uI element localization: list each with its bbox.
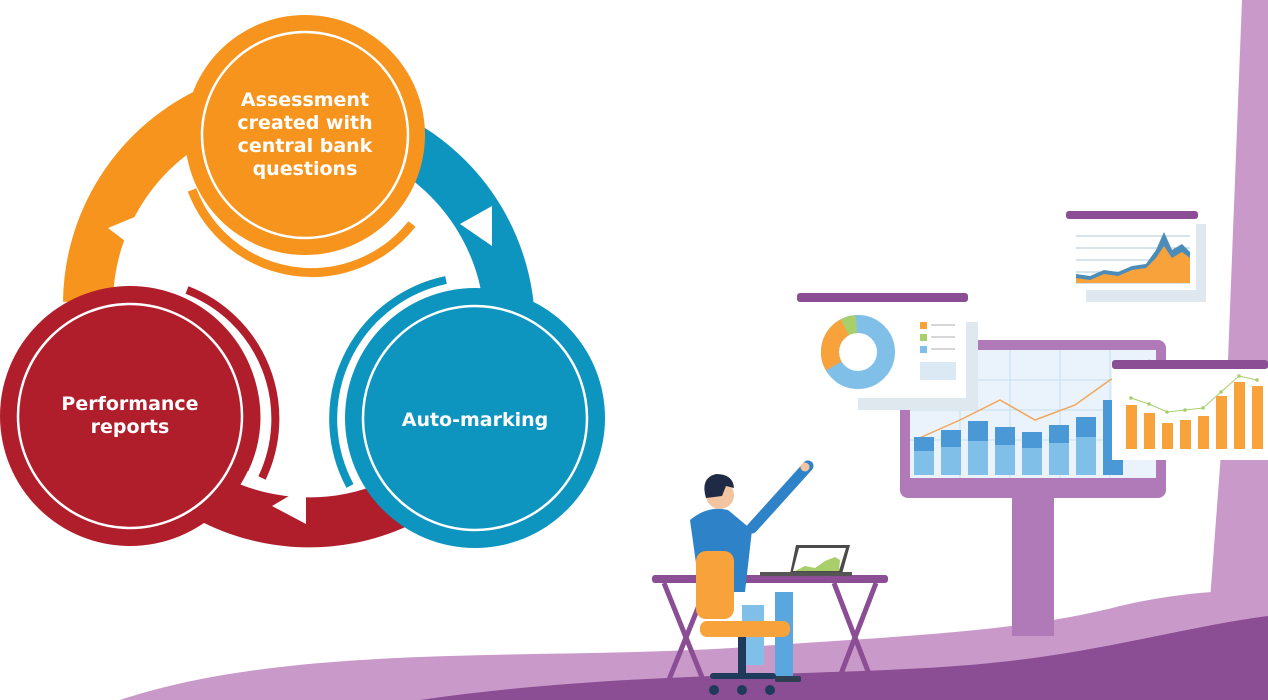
chair-back [696, 551, 734, 619]
office-chair [696, 551, 790, 695]
purple-pillar [1200, 0, 1268, 700]
orange-node-outer-arc [187, 188, 416, 277]
red-node-ring [16, 302, 244, 530]
donut-chart-green [821, 314, 895, 389]
bar-card-header [1112, 360, 1268, 369]
node-label-performance-reports: Performance reports [61, 393, 199, 438]
cycle-diagram [0, 15, 605, 548]
area-card-header [1066, 211, 1198, 219]
red-arrowhead [272, 486, 306, 524]
orange-arrowhead [108, 214, 142, 254]
blue-node-outer-arc-1 [329, 276, 447, 488]
bar-card-bars [1126, 382, 1263, 449]
desk-top [652, 575, 888, 583]
node-label-assessment: Assessment created with central bank que… [237, 89, 373, 180]
red-node-circle [0, 286, 260, 546]
donut-chart-orange [820, 315, 895, 389]
donut-card-header [797, 293, 968, 302]
purple-wave-dark [420, 616, 1268, 700]
monitor-stand [1012, 496, 1054, 636]
orange-node-ring [200, 30, 410, 240]
dashboard-illustration [652, 211, 1268, 695]
red-node-outer-arc-1 [185, 286, 280, 480]
donut-legend [920, 322, 956, 380]
node-label-auto-marking: Auto-marking [401, 408, 549, 431]
blue-node-circle [345, 288, 605, 548]
laptop [760, 545, 852, 576]
orange-node-circle [185, 15, 425, 255]
bar-card-trend-dots [1129, 374, 1259, 414]
chair-seat [700, 621, 790, 637]
monitor-trend-line [914, 359, 1151, 441]
bar-card-trend-line [1130, 375, 1258, 413]
blue-node-ring [361, 304, 589, 532]
area-chart-orange [1076, 246, 1190, 283]
blue-arrowhead [460, 206, 492, 246]
red-node-outer-arc-2 [184, 303, 261, 472]
blue-node-outer-arc-2 [347, 294, 447, 480]
